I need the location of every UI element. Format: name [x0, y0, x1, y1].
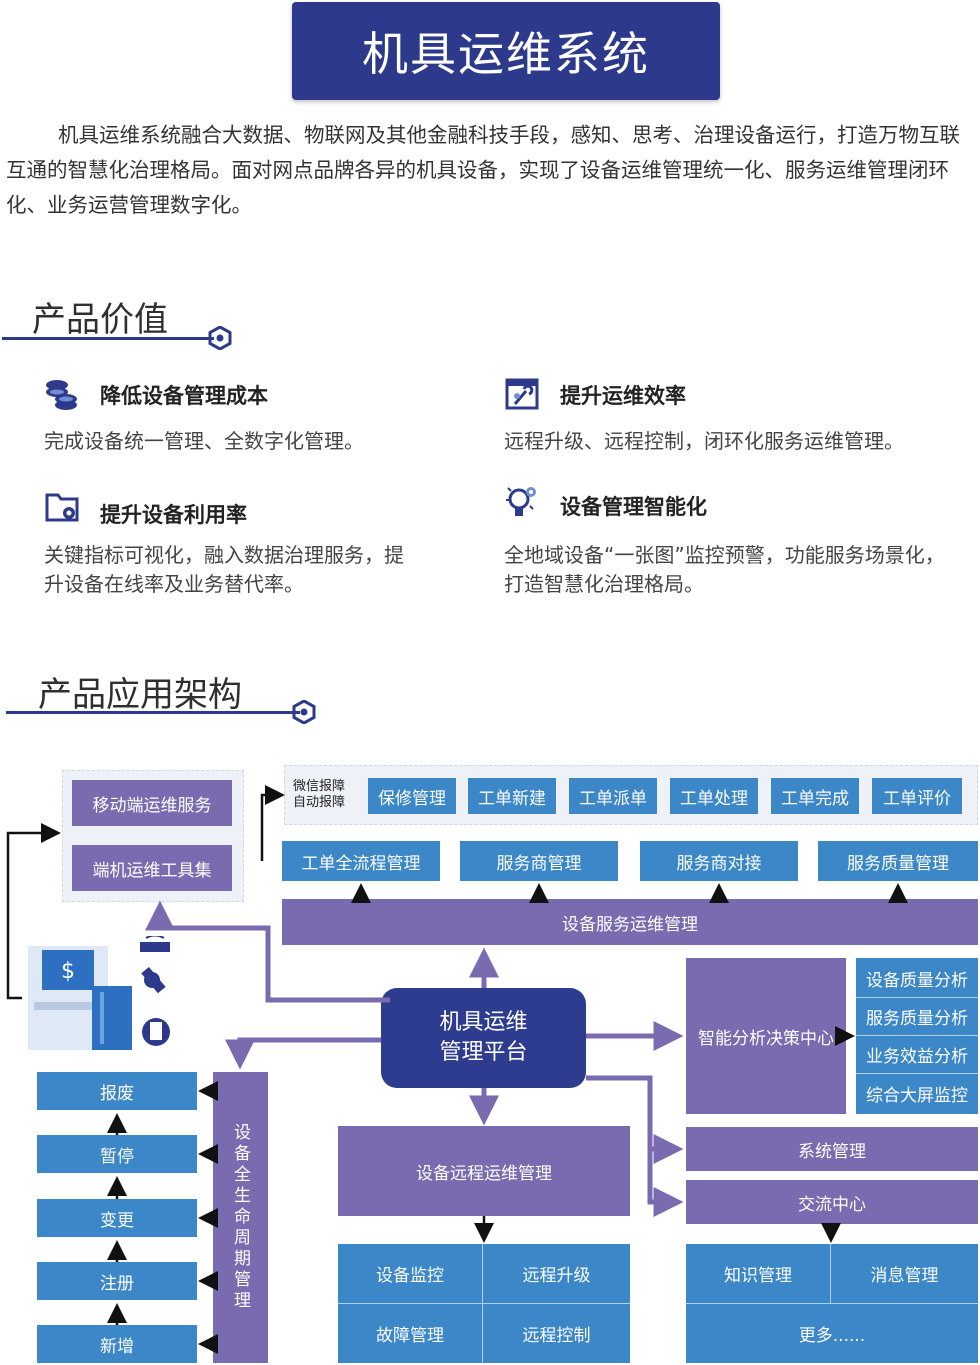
- exchange-item: 更多......: [686, 1304, 978, 1363]
- service-module: 服务商管理: [460, 841, 618, 881]
- analysis-item: 业务效益分析: [856, 1036, 978, 1074]
- service-ops-bar: 设备服务运维管理: [282, 899, 978, 945]
- service-module: 服务质量管理: [818, 841, 978, 881]
- terminal-ops-toolset: 端机运维工具集: [72, 845, 232, 891]
- svg-text:$: $: [61, 959, 75, 984]
- value-section-underline: [2, 337, 214, 340]
- analysis-item: 综合大屏监控: [866, 1085, 968, 1106]
- feature-desc: 全地域设备“一张图”监控预警，功能服务场景化，打造智慧化治理格局。: [504, 543, 945, 596]
- lifecycle-label: 设备全生命周期管理: [230, 1123, 250, 1312]
- value-section-title: 产品价值: [32, 300, 168, 340]
- wechat-report-label: 微信报障: [293, 779, 346, 794]
- analysis-decision-center: 智能分析决策中心: [686, 958, 846, 1114]
- ticket-flow-step: 保修管理: [368, 778, 456, 814]
- remote-item: 远程升级: [483, 1244, 630, 1304]
- folder-gear-icon: [45, 493, 79, 522]
- lifecycle-step: 变更: [37, 1199, 197, 1237]
- exchange-item: 消息管理: [831, 1244, 978, 1304]
- analysis-item: 服务质量分析: [856, 998, 978, 1036]
- feature-title: 提升设备利用率: [100, 503, 247, 527]
- feature-desc: 完成设备统一管理、全数字化管理。: [44, 429, 364, 453]
- system-mgmt: 系统管理: [686, 1127, 978, 1171]
- auto-report-label: 自动报障: [293, 795, 346, 810]
- lifecycle-step: 新增: [37, 1325, 197, 1363]
- lifecycle-mgmt: 设备全生命周期管理: [213, 1072, 268, 1363]
- intro-paragraph: 机具运维系统融合大数据、物联网及其他金融科技手段，感知、思考、治理设备运行，打造…: [6, 123, 960, 217]
- feature-desc: 关键指标可视化，融入数据治理服务，提升设备在线率及业务替代率。: [44, 543, 404, 596]
- lightbulb-gear-icon: [506, 487, 536, 516]
- report-channel-label: 微信报障 自动报障: [293, 779, 345, 811]
- remote-item: 远程控制: [483, 1304, 630, 1363]
- coins-icon: [46, 380, 77, 410]
- tools-window-icon: [505, 378, 539, 410]
- lifecycle-step: 报废: [37, 1072, 197, 1110]
- ticket-flow-step: 工单完成: [771, 778, 859, 814]
- arch-section-title: 产品应用架构: [38, 675, 242, 715]
- ticket-flow-step: 工单新建: [468, 778, 556, 814]
- mobile-ops-service: 移动端运维服务: [72, 780, 232, 826]
- service-module: 服务商对接: [640, 841, 798, 881]
- feature-title: 设备管理智能化: [560, 495, 707, 519]
- hex-marker-icon: [292, 700, 316, 724]
- atm-terminal-icon: $: [28, 936, 170, 1050]
- analysis-item: 设备质量分析: [856, 960, 978, 998]
- ticket-flow-step: 工单评价: [872, 778, 962, 814]
- ticket-flow-step: 工单派单: [569, 778, 657, 814]
- feature-desc: 远程升级、远程控制，闭环化服务运维管理。: [504, 429, 904, 453]
- exchange-center: 交流中心: [686, 1180, 978, 1224]
- analysis-items-panel: [856, 958, 978, 1114]
- remote-item: 故障管理: [338, 1304, 483, 1363]
- feature-title: 降低设备管理成本: [100, 384, 268, 408]
- ticket-flow-step: 工单处理: [670, 778, 758, 814]
- feature-title: 提升运维效率: [560, 384, 686, 408]
- central-platform: 机具运维 管理平台: [381, 988, 586, 1088]
- remote-item: 设备监控: [338, 1244, 483, 1304]
- lifecycle-step: 注册: [37, 1262, 197, 1300]
- flow-to-tickets-arrow: [260, 785, 285, 861]
- remote-ops-mgmt: 设备远程运维管理: [338, 1126, 630, 1216]
- arch-section-underline: [6, 711, 300, 714]
- service-module: 工单全流程管理: [282, 841, 440, 881]
- page-title: 机具运维系统: [292, 2, 720, 100]
- exchange-item: 知识管理: [686, 1244, 831, 1304]
- central-title-line1: 机具运维: [439, 1010, 528, 1035]
- central-title-line2: 管理平台: [439, 1040, 528, 1065]
- hex-marker-icon: [208, 326, 232, 350]
- lifecycle-step: 暂停: [37, 1135, 197, 1173]
